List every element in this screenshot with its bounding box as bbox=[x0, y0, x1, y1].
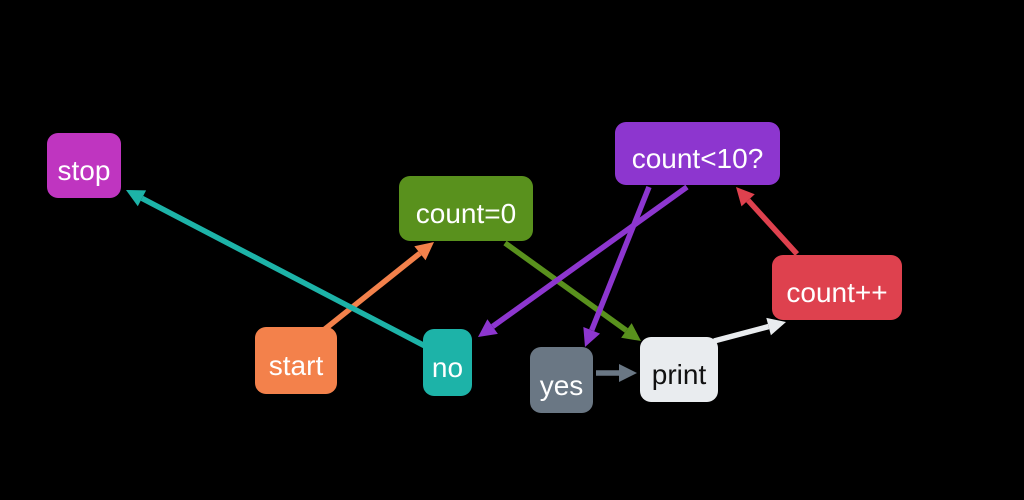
arrowhead-yes-to-print bbox=[619, 364, 637, 382]
edge-count-cond-to-yes bbox=[583, 185, 652, 347]
edge-no-to-stop bbox=[126, 190, 427, 349]
node-count-incr[interactable]: count++ bbox=[772, 255, 902, 320]
edge-count-init-to-print bbox=[503, 240, 641, 341]
node-label-start: start bbox=[268, 350, 324, 381]
node-label-count-incr: count++ bbox=[786, 277, 888, 308]
node-label-yes: yes bbox=[539, 369, 584, 401]
node-start[interactable]: start bbox=[255, 327, 337, 394]
edge-count-incr-to-count-cond bbox=[736, 187, 800, 256]
node-no[interactable]: no bbox=[423, 329, 472, 396]
arrowhead-count-cond-to-no bbox=[478, 319, 498, 337]
edge-yes-to-print bbox=[596, 364, 637, 382]
arrowhead-count-init-to-print bbox=[621, 323, 641, 341]
arrowhead-count-incr-to-count-cond bbox=[736, 187, 755, 207]
node-count-init[interactable]: count=0 bbox=[399, 176, 533, 241]
node-print[interactable]: print bbox=[640, 337, 718, 402]
arrowhead-start-to-count-init bbox=[414, 242, 434, 261]
node-label-count-init: count=0 bbox=[415, 198, 517, 229]
arrowhead-print-to-count-incr bbox=[766, 317, 786, 336]
edge-count-cond-to-no bbox=[478, 184, 689, 337]
edge-start-to-count-init bbox=[318, 242, 434, 336]
node-label-print: print bbox=[651, 359, 707, 390]
node-label-count-cond: count<10? bbox=[631, 143, 764, 174]
node-label-no: no bbox=[431, 352, 464, 383]
node-stop[interactable]: stop bbox=[47, 133, 121, 198]
edge-print-to-count-incr bbox=[713, 317, 786, 344]
node-label-stop: stop bbox=[57, 155, 111, 186]
node-yes[interactable]: yes bbox=[530, 347, 593, 413]
arrowhead-no-to-stop bbox=[126, 190, 147, 207]
arrowhead-count-cond-to-yes bbox=[583, 326, 601, 347]
node-count-cond[interactable]: count<10? bbox=[615, 122, 780, 185]
